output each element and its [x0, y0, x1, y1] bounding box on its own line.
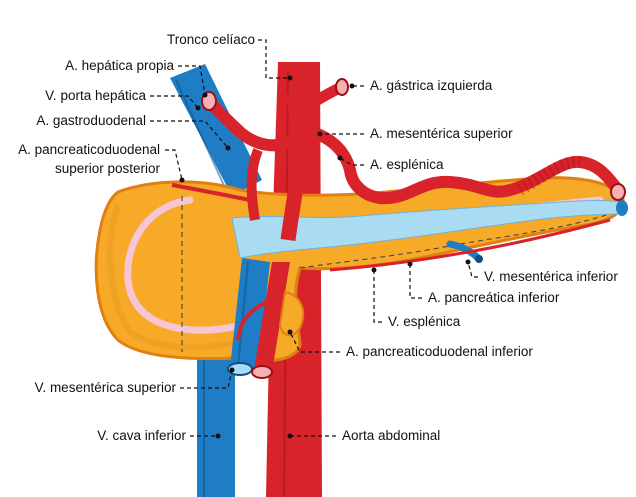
inferior-mesenteric-vein	[446, 240, 482, 262]
label-cava-inferior: V. cava inferior	[97, 428, 186, 443]
label-pancreaticoduodenal-sup-2: superior posterior	[55, 161, 161, 176]
label-pancreaticoduodenal-sup-1: A. pancreaticoduodenal	[18, 142, 160, 157]
common-hepatic-artery	[204, 96, 301, 152]
label-esplenica-a: A. esplénica	[370, 157, 444, 172]
splenic-artery	[299, 124, 624, 205]
label-pancreaticoduodenal-inf: A. pancreaticoduodenal inferior	[346, 344, 533, 359]
label-mesenterica-inferior-v: V. mesentérica inferior	[484, 269, 618, 284]
label-mesenterica-superior-v: V. mesentérica superior	[35, 380, 177, 395]
label-porta-hepatica: V. porta hepática	[45, 88, 146, 103]
inferior-pancreaticoduodenal-artery	[236, 298, 271, 341]
leader-lines	[150, 39, 478, 439]
inferior-pancreatic-artery	[329, 218, 611, 272]
celiac-trunk	[285, 89, 314, 151]
label-gastroduodenal: A. gastroduodenal	[36, 113, 146, 128]
label-hepatica-propia: A. hepática propia	[65, 58, 174, 73]
label-tronco-celiaco: Tronco celíaco	[167, 32, 255, 47]
hepatic-portal-vein	[170, 64, 262, 196]
superior-mesenteric-artery	[254, 262, 290, 372]
label-aorta-abdominal: Aorta abdominal	[342, 428, 440, 443]
label-pancreatica-inferior: A. pancreática inferior	[428, 290, 560, 305]
posterior-superior-pancreaticoduodenal-artery	[171, 183, 251, 202]
label-gastrica-izquierda: A. gástrica izquierda	[370, 78, 493, 93]
label-mesenterica-superior-a: A. mesentérica superior	[370, 126, 513, 141]
gastroduodenal-artery	[246, 148, 263, 221]
label-esplenica-v: V. esplénica	[388, 314, 461, 329]
